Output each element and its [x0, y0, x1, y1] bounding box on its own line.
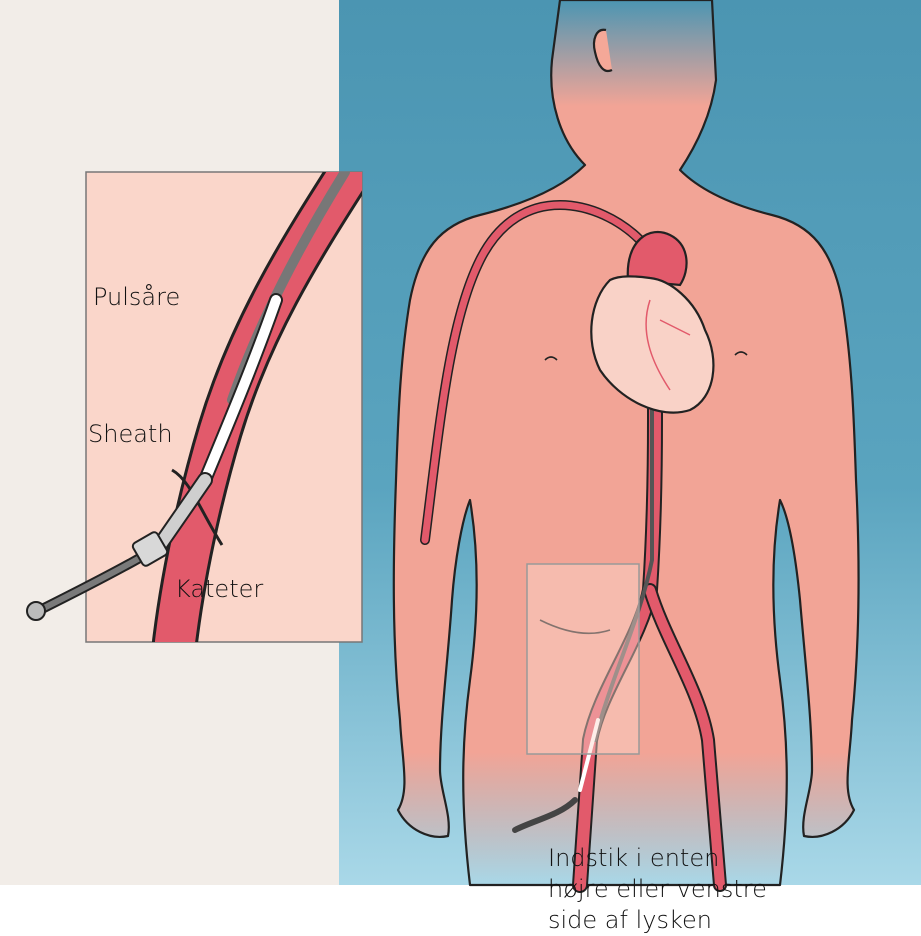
label-sheath: Sheath: [88, 420, 173, 449]
label-artery: Pulsåre: [93, 283, 180, 312]
caption-line-2: højre eller venstre: [548, 874, 767, 905]
caption: Indstik i enten højre eller venstre side…: [548, 843, 767, 936]
label-catheter: Kateter: [175, 575, 263, 604]
groin-highlight-box: [527, 564, 639, 754]
caption-line-3: side af lysken: [548, 905, 767, 936]
caption-line-1: Indstik i enten: [548, 843, 767, 874]
